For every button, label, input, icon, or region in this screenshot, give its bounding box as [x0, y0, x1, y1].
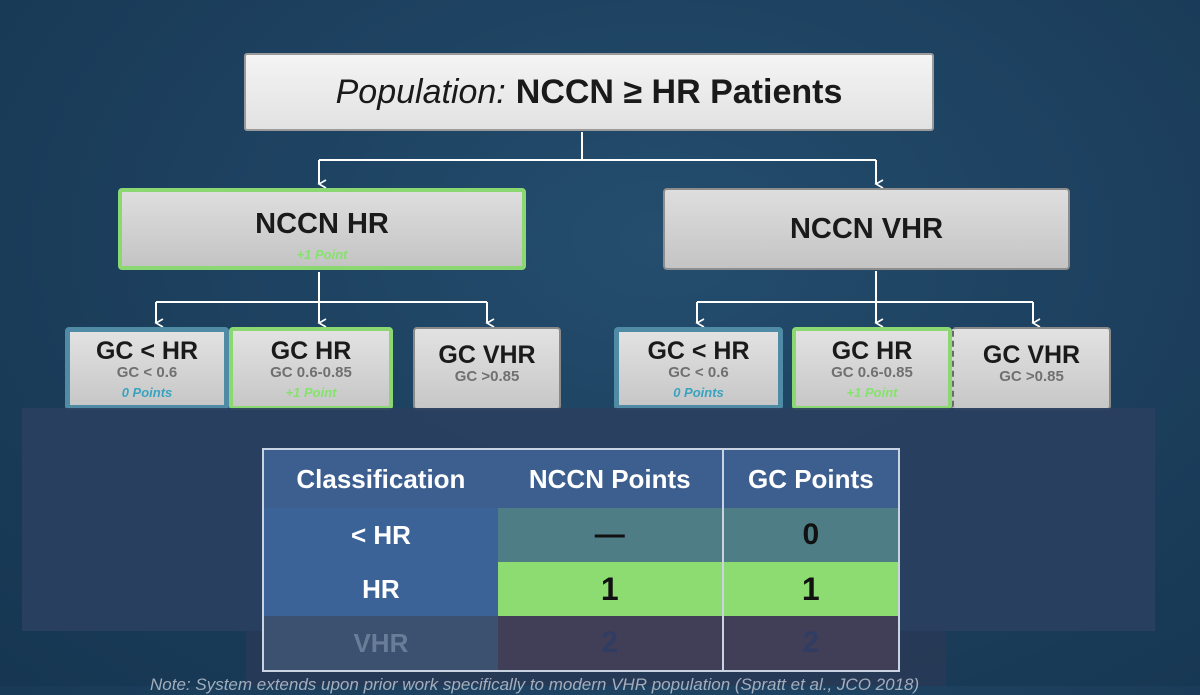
gc-points-cell: 0 [721, 508, 899, 562]
nccn-points-cell: 2 [497, 616, 723, 671]
right-gc-vhr-box: GC VHR GC >0.85 [952, 327, 1111, 410]
gc-points-cell: 1 [721, 562, 899, 616]
leaf-points: 0 Points [121, 385, 173, 400]
population-box: Population: NCCN ≥ HR Patients [244, 53, 934, 131]
left-gc-lt-hr-box: GC < HR GC < 0.6 0 Points [65, 327, 229, 410]
leaf-title: GC < HR [647, 337, 750, 365]
table-row: VHR 2 2 [263, 616, 899, 671]
right-gc-lt-hr-box: GC < HR GC < 0.6 0 Points [614, 327, 783, 410]
leaf-title: GC HR [831, 337, 913, 365]
classification-cell: HR [263, 562, 498, 616]
left-gc-hr-box: GC HR GC 0.6-0.85 +1 Point [229, 327, 393, 410]
leaf-title: GC VHR [982, 341, 1081, 369]
population-label: NCCN ≥ HR Patients [515, 72, 843, 111]
leaf-title: GC VHR [438, 341, 536, 369]
nccn-hr-box: NCCN HR +1 Point [118, 188, 526, 270]
classification-cell: < HR [263, 508, 498, 562]
leaf-subtitle: GC 0.6-0.85 [270, 364, 352, 381]
nccn-vhr-box: NCCN VHR [663, 188, 1070, 270]
leaf-subtitle: GC < 0.6 [668, 364, 729, 381]
gc-points-cell: 2 [721, 616, 899, 671]
leaf-points: +1 Point [285, 385, 337, 400]
leaf-subtitle: GC 0.6-0.85 [831, 364, 913, 381]
table-row: < HR — 0 [263, 508, 899, 562]
table-header-row: Classification NCCN Points GC Points [263, 449, 899, 508]
table-row: HR 1 1 [263, 562, 899, 616]
classification-cell: VHR [263, 616, 498, 671]
points-table: Classification NCCN Points GC Points < H… [262, 448, 900, 672]
leaf-points: 0 Points [673, 385, 724, 400]
header-classification: Classification [263, 449, 498, 508]
nccn-vhr-label: NCCN VHR [789, 212, 944, 245]
left-gc-vhr-box: GC VHR GC >0.85 [413, 327, 561, 410]
nccn-hr-points: +1 Point [296, 247, 348, 262]
header-nccn-points: NCCN Points [497, 449, 723, 508]
leaf-subtitle: GC >0.85 [999, 368, 1064, 385]
population-prefix: Population: [335, 72, 506, 111]
header-gc-points: GC Points [721, 449, 899, 508]
nccn-points-cell: 1 [497, 562, 723, 616]
footnote: Note: System extends upon prior work spe… [150, 675, 920, 694]
nccn-hr-label: NCCN HR [255, 208, 389, 240]
leaf-points: +1 Point [846, 385, 898, 400]
right-gc-hr-box: GC HR GC 0.6-0.85 +1 Point [792, 327, 952, 410]
leaf-title: GC HR [270, 337, 352, 365]
leaf-subtitle: GC < 0.6 [116, 364, 178, 381]
leaf-title: GC < HR [95, 337, 199, 365]
nccn-points-cell: — [497, 508, 723, 562]
leaf-subtitle: GC >0.85 [454, 368, 520, 385]
